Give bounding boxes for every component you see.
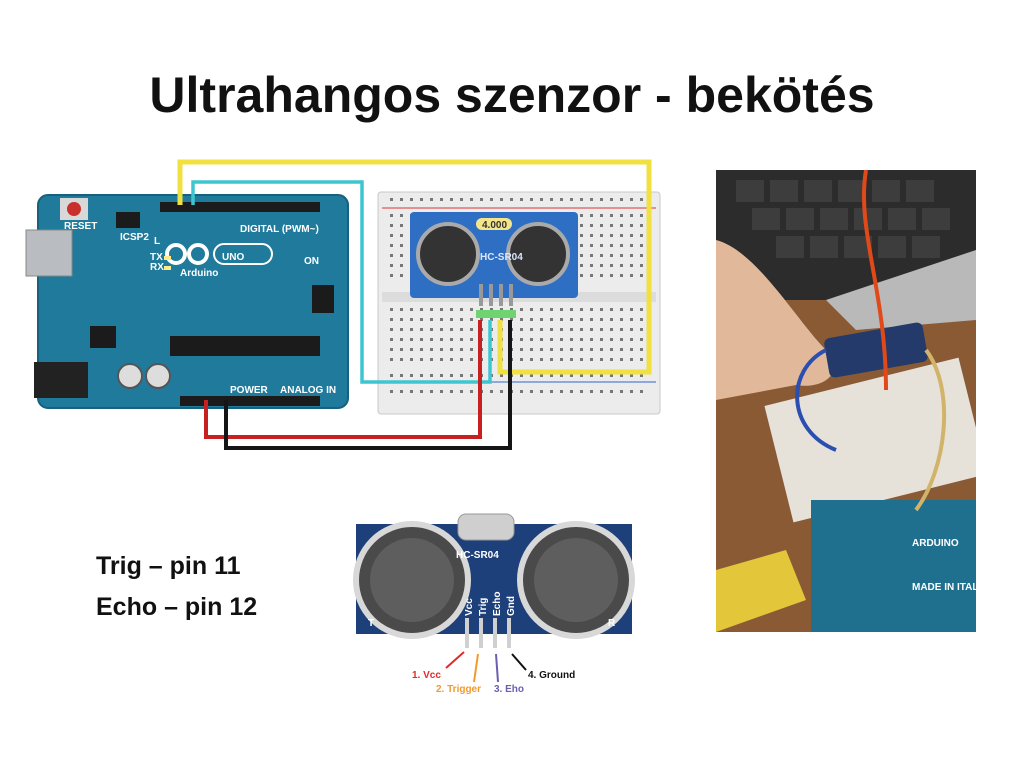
l-label: L	[154, 236, 160, 247]
echo-note: Echo – pin 12	[96, 593, 258, 621]
power-label: POWER	[230, 385, 269, 396]
wiring-diagram: RESET ICSP2 DIGITAL (PWM~) POWER ANALOG …	[25, 159, 661, 450]
icsp-label: ICSP2	[120, 232, 149, 243]
board-brand: Arduino	[180, 268, 218, 279]
photo-made-in: MADE IN ITALY	[912, 582, 976, 593]
digital-label: DIGITAL (PWM~)	[240, 224, 319, 235]
trig-note: Trig – pin 11	[96, 552, 241, 580]
sensor-large-model: HC-SR04	[456, 550, 499, 561]
board-name: UNO	[222, 252, 244, 263]
black-wire	[224, 320, 512, 450]
pin-notes: Trig – pin 11 Echo – pin 12	[96, 546, 257, 628]
sensor-small-model: HC-SR04	[480, 252, 523, 263]
red-wire	[204, 320, 482, 439]
rx-label: RX	[150, 262, 164, 273]
pin-label-vcc: Vcc	[464, 598, 475, 616]
legend-ground: 4. Ground	[528, 670, 575, 681]
slide-title: Ultrahangos szenzor - bekötés	[149, 67, 875, 123]
hand	[716, 240, 835, 400]
power-header	[180, 396, 260, 406]
arduino-logo-icon	[165, 243, 209, 265]
reset-label: RESET	[64, 221, 97, 232]
setup-photo: ARDUINO MADE IN ITALY	[716, 170, 976, 632]
legend-vcc: 1. Vcc	[412, 670, 441, 681]
corner-r: R	[608, 618, 616, 629]
microcontroller-chip	[170, 336, 320, 356]
digital-header	[160, 202, 320, 212]
pin-label-echo: Echo	[492, 592, 503, 616]
usb-port	[25, 229, 73, 277]
corner-t: T	[368, 618, 374, 629]
cyan-wire	[191, 180, 492, 384]
usb-cable	[716, 550, 806, 632]
pin-label-trig: Trig	[478, 598, 489, 616]
tx-label: TX	[150, 252, 163, 263]
on-label: ON	[304, 256, 319, 267]
photo-arduino	[811, 500, 976, 632]
power-jack	[34, 362, 88, 398]
legend-echo: 3. Eho	[494, 684, 524, 695]
sensor-closeup: HC-SR04 T R Vcc Trig Echo Gnd 1. Vcc 2. …	[353, 513, 635, 695]
analog-header	[260, 396, 320, 406]
sensor-display: 4.000	[482, 220, 507, 231]
reset-button	[67, 202, 81, 216]
yellow-wire	[177, 159, 652, 375]
legend-trigger: 2. Trigger	[436, 684, 481, 695]
pin-label-gnd: Gnd	[506, 596, 517, 616]
photo-board-text: ARDUINO	[912, 538, 959, 549]
analog-label: ANALOG IN	[280, 385, 336, 396]
